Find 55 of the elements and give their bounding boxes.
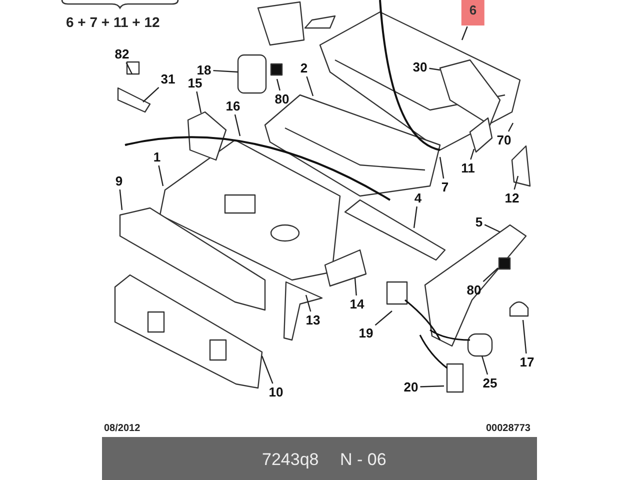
leader-line — [429, 68, 440, 71]
callout-number: 7 — [440, 180, 450, 194]
leader-line — [420, 385, 444, 388]
callout-number: 12 — [504, 190, 520, 206]
callout-number: 17 — [518, 354, 536, 370]
leader-line — [196, 91, 202, 114]
leader-line — [261, 356, 274, 384]
leader-line — [126, 62, 133, 74]
leader-line — [213, 70, 238, 73]
leader-line — [354, 278, 357, 296]
date-code: 08/2012 — [104, 423, 140, 434]
callout-number: 30 — [412, 60, 428, 74]
leader-line — [470, 148, 475, 160]
leader-line — [514, 176, 519, 190]
leader-line — [119, 189, 123, 210]
callout-number: 14 — [348, 296, 366, 312]
page-code: N - 06 — [340, 450, 386, 470]
leader-line — [484, 224, 500, 233]
callout-number: 4 — [413, 190, 423, 206]
callout-number: 70 — [496, 132, 512, 148]
callout-number: 18 — [196, 62, 212, 78]
parts-group-note: 6 + 7 + 11 + 12 — [66, 14, 160, 30]
leader-line — [522, 320, 527, 354]
callout-number: 15 — [186, 76, 204, 90]
leader-line — [439, 156, 444, 179]
callout-number: 13 — [304, 312, 322, 328]
callout-number: 6 — [461, 0, 485, 26]
callout-number: 19 — [358, 326, 374, 340]
callout-number: 5 — [474, 214, 484, 230]
callout-number: 9 — [114, 174, 124, 188]
leader-line — [305, 294, 312, 312]
callout-number: 10 — [268, 384, 284, 400]
callout-number: 31 — [160, 72, 176, 86]
callout-number: 2 — [299, 60, 309, 76]
leader-line — [234, 114, 241, 136]
leader-line — [508, 122, 514, 132]
leader-line — [276, 78, 280, 91]
leader-line — [413, 206, 418, 228]
callout-number: 11 — [460, 160, 476, 176]
leader-line — [306, 76, 314, 96]
callout-number: 80 — [274, 92, 290, 106]
leader-line — [142, 87, 160, 102]
leader-line — [461, 26, 468, 40]
callout-number: 80 — [466, 282, 482, 298]
callout-number: 25 — [482, 376, 498, 390]
leader-line — [374, 310, 392, 326]
part-reference: 7243q8 — [262, 450, 319, 470]
callout-number: 1 — [152, 150, 162, 164]
callout-number: 20 — [402, 380, 420, 394]
leader-line — [158, 165, 164, 186]
callout-number: 16 — [224, 98, 242, 114]
leader-line — [481, 356, 488, 375]
leader-line — [482, 268, 498, 282]
diagram-number: 00028773 — [486, 423, 530, 434]
callout-number: 82 — [114, 46, 130, 62]
